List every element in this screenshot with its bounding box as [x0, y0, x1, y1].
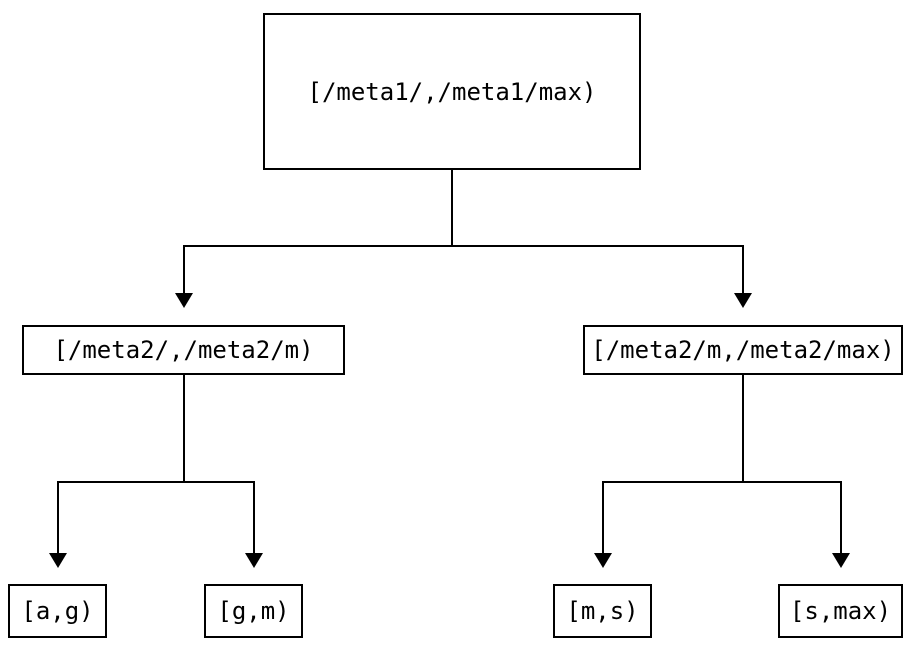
arrowhead-down-icon: [832, 553, 850, 568]
edge-metaL-to-gm: [253, 481, 255, 553]
edge-root-to-metaR: [742, 245, 744, 293]
node-label: [/meta2/,/meta2/m): [53, 336, 314, 364]
node-meta1-range: [/meta1/,/meta1/max): [263, 13, 641, 170]
node-leaf-a-g: [a,g): [8, 584, 107, 638]
arrowhead-down-icon: [594, 553, 612, 568]
node-label: [m,s): [566, 597, 639, 625]
edge-root-to-metaL: [183, 245, 185, 293]
node-meta2-upper-range: [/meta2/m,/meta2/max): [583, 325, 903, 375]
arrowhead-down-icon: [49, 553, 67, 568]
node-label: [/meta2/m,/meta2/max): [591, 336, 895, 364]
edge-metaR-to-smax: [840, 481, 842, 553]
arrowhead-down-icon: [245, 553, 263, 568]
edge-metaR-stem: [742, 375, 744, 483]
node-leaf-m-s: [m,s): [553, 584, 652, 638]
edge-metaR-to-ms: [602, 481, 604, 553]
edge-metaL-crossbar: [57, 481, 255, 483]
node-meta2-lower-range: [/meta2/,/meta2/m): [22, 325, 345, 375]
node-label: [g,m): [217, 597, 290, 625]
node-label: [a,g): [21, 597, 94, 625]
edge-metaL-stem: [183, 375, 185, 483]
node-leaf-g-m: [g,m): [204, 584, 303, 638]
node-leaf-s-max: [s,max): [778, 584, 903, 638]
edge-metaL-to-ag: [57, 481, 59, 553]
edge-metaR-crossbar: [602, 481, 842, 483]
edge-root-stem: [451, 170, 453, 247]
node-label: [s,max): [789, 597, 892, 625]
node-label: [/meta1/,/meta1/max): [307, 77, 597, 106]
edge-root-crossbar: [183, 245, 744, 247]
arrowhead-down-icon: [175, 293, 193, 308]
arrowhead-down-icon: [734, 293, 752, 308]
